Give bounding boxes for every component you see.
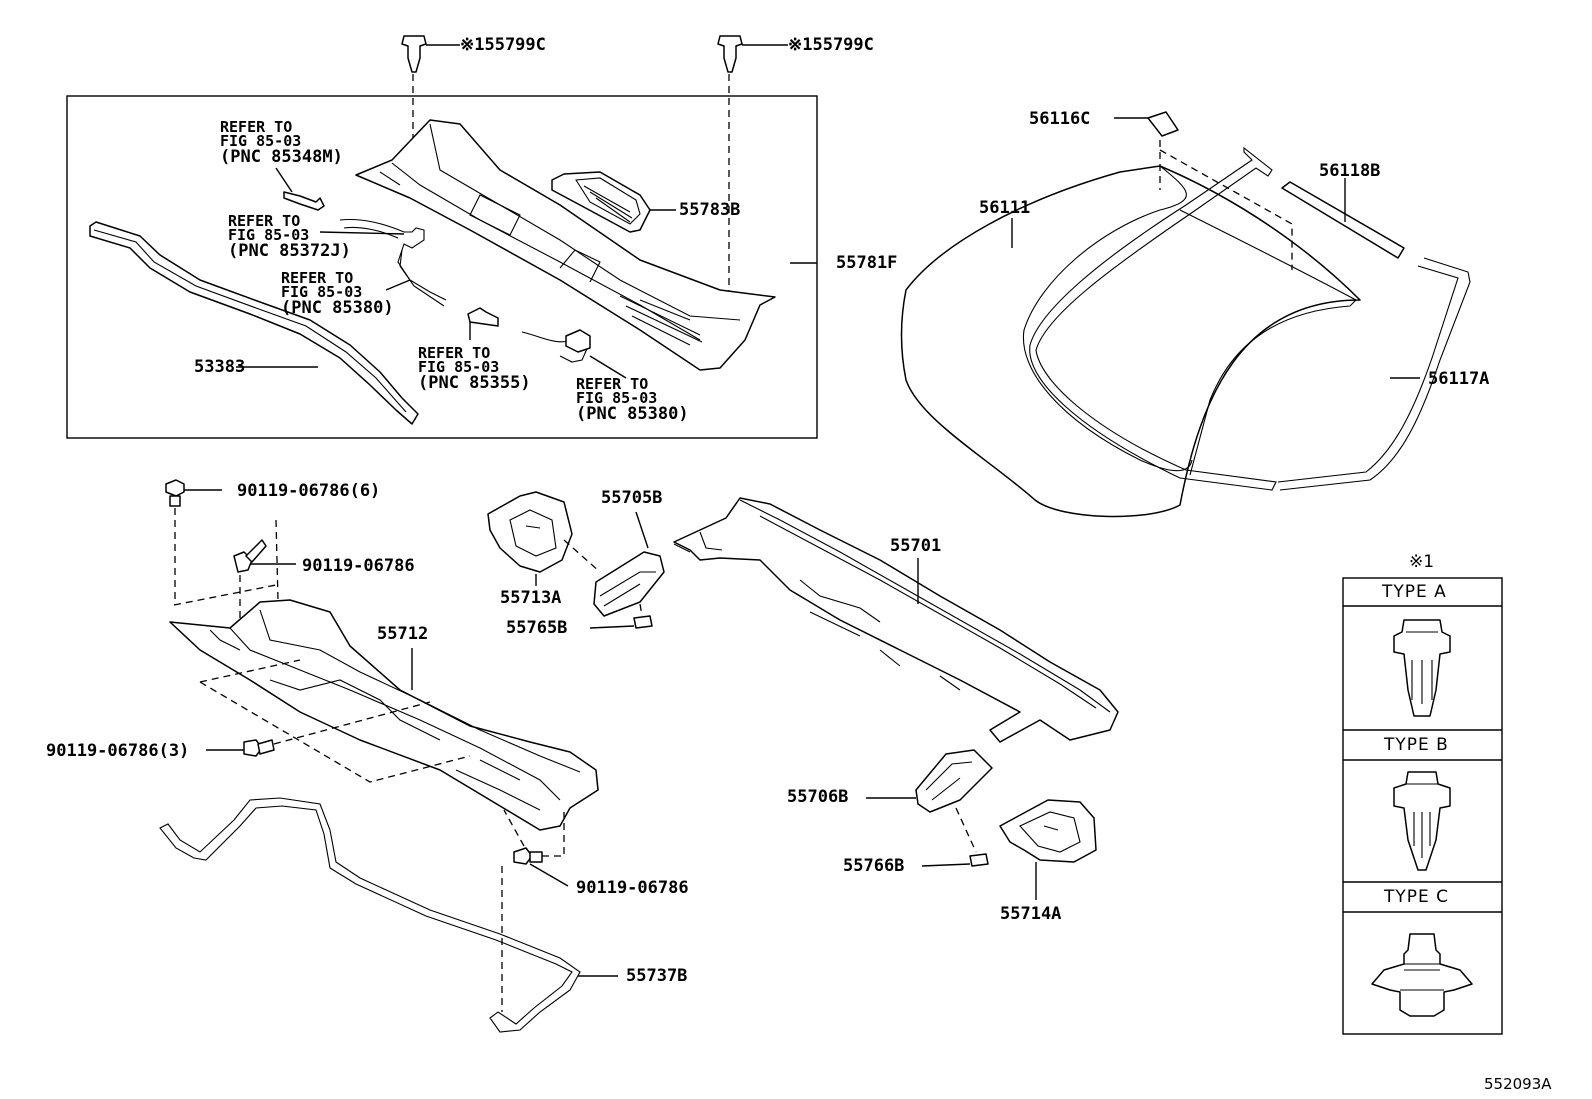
ref-85348m: REFER TO FIG 85-03 (PNC 85348M) <box>220 120 343 167</box>
label-90119-06786-b: 90119-06786 <box>576 878 689 898</box>
legend-type-c: TYPE C <box>1384 887 1450 907</box>
label-55713a: 55713A <box>500 588 562 608</box>
legend-box <box>1342 577 1503 1035</box>
label-90119-06786-6: 90119-06786(6) <box>237 481 381 501</box>
ref-85380-a: REFER TO FIG 85-03 (PNC 85380) <box>281 271 394 318</box>
moulding-56118B <box>1281 178 1405 259</box>
label-56111: 56111 <box>979 198 1031 218</box>
bolt-90119-06786-a <box>173 519 296 638</box>
bracket-55706B <box>866 749 993 813</box>
clip-55765B <box>589 603 653 629</box>
ref-85380-b: REFER TO FIG 85-03 (PNC 85380) <box>576 377 689 424</box>
ref-line-3: (PNC 85380) <box>281 298 394 318</box>
label-55766b: 55766B <box>843 856 905 876</box>
ref-line-3: (PNC 85348M) <box>220 147 343 167</box>
label-56116c: 56116C <box>1029 109 1091 129</box>
group-box-55781F <box>66 95 818 439</box>
bolt-90119-06786-3 <box>199 659 471 783</box>
ref-85372j: REFER TO FIG 85-03 (PNC 85372J) <box>228 214 351 261</box>
ref-line-1: REFER TO <box>418 344 491 362</box>
label-55706b: 55706B <box>787 787 849 807</box>
label-90119-06786-a: 90119-06786 <box>302 556 415 576</box>
cowl-ventilator-55701 <box>673 497 1119 743</box>
bolt-90119-06786-b <box>501 809 569 1012</box>
bracket-55713A <box>487 491 573 586</box>
legend-type-a: TYPE A <box>1382 582 1447 602</box>
label-55705b: 55705B <box>601 488 663 508</box>
label-55765b: 55765B <box>506 618 568 638</box>
moulding-56117A <box>1029 146 1471 491</box>
label-56117a: 56117A <box>1428 369 1490 389</box>
label-55712: 55712 <box>377 624 429 644</box>
clip-155799C-right <box>717 35 788 330</box>
clip-56116C <box>1114 111 1293 270</box>
washer-nozzle-parts <box>275 167 627 379</box>
bracket-55714A <box>999 799 1097 900</box>
seal-55737B <box>159 797 618 1033</box>
label-clip-155799c-left: ※155799C <box>460 35 546 55</box>
cowl-top-panel <box>355 119 817 371</box>
label-55701: 55701 <box>890 536 942 556</box>
label-53383: 53383 <box>194 357 246 377</box>
label-55737b: 55737B <box>626 966 688 986</box>
clip-55766B <box>921 807 989 867</box>
weatherstrip-53383 <box>89 221 419 425</box>
ref-line-3: (PNC 85380) <box>576 404 689 424</box>
legend-type-b: TYPE B <box>1384 735 1449 755</box>
ref-85355: REFER TO FIG 85-03 (PNC 85355) <box>418 346 531 393</box>
label-clip-155799c-right: ※155799C <box>788 35 874 55</box>
ref-line-2: FIG 85-03 <box>576 389 658 407</box>
cowl-grille-55783B <box>551 171 676 233</box>
label-56118b: 56118B <box>1319 161 1381 181</box>
label-55783b: 55783B <box>679 200 741 220</box>
legend-note: ※1 <box>1409 552 1435 572</box>
label-55714a: 55714A <box>1000 904 1062 924</box>
ref-line-2: FIG 85-03 <box>281 283 363 301</box>
bracket-55705B <box>563 511 665 617</box>
figure-id: 552093A <box>1484 1075 1552 1093</box>
ref-line-2: FIG 85-03 <box>220 132 302 150</box>
ref-line-2: FIG 85-03 <box>228 226 310 244</box>
ref-line-1: REFER TO <box>576 375 649 393</box>
clip-type-b-drawing <box>1393 771 1451 871</box>
ref-line-1: REFER TO <box>281 269 354 287</box>
clip-type-a-drawing <box>1393 619 1451 717</box>
ref-line-3: (PNC 85372J) <box>228 241 351 261</box>
clip-type-c-drawing <box>1371 933 1473 1017</box>
label-55781f: 55781F <box>836 253 898 273</box>
ref-line-1: REFER TO <box>228 212 301 230</box>
ref-line-1: REFER TO <box>220 118 293 136</box>
ref-line-3: (PNC 85355) <box>418 373 531 393</box>
ref-line-2: FIG 85-03 <box>418 358 500 376</box>
label-90119-06786-3: 90119-06786(3) <box>46 741 190 761</box>
bolt-90119-06786-6 <box>165 479 222 605</box>
windshield-56111 <box>900 165 1361 518</box>
